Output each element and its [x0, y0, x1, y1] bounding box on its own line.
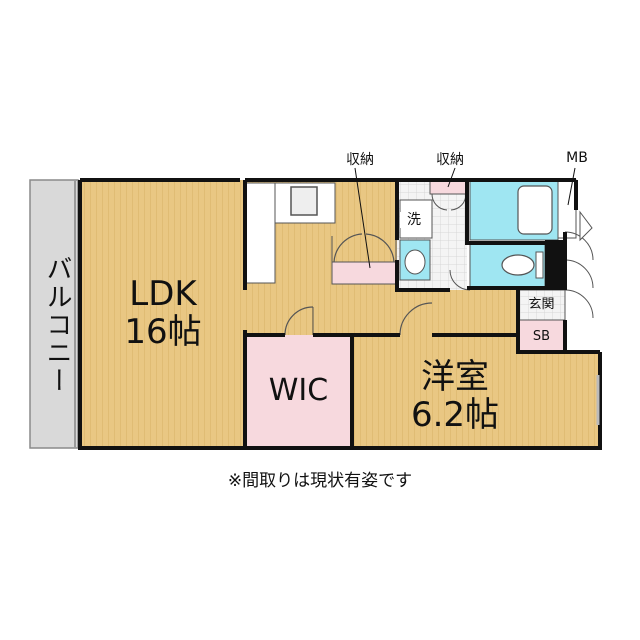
wic-label: WIC	[268, 373, 329, 408]
western-room-floor	[352, 352, 600, 448]
pipe-shaft	[545, 240, 565, 288]
mb-label: MB	[566, 150, 588, 166]
sink-icon	[290, 186, 318, 216]
disclaimer-note: ※間取りは現状有姿です	[227, 471, 413, 491]
entrance-label: 玄関	[528, 297, 555, 312]
hallway-floor	[397, 290, 517, 335]
storage-2-label: 収納	[436, 152, 464, 168]
balcony-label: バルコニー	[42, 255, 72, 395]
ldk-size: 16帖	[124, 312, 202, 352]
western-room-size: 6.2帖	[410, 395, 500, 435]
western-room-name: 洋室	[421, 357, 489, 397]
bathtub	[517, 185, 553, 235]
corridor-west	[352, 335, 518, 352]
ldk-name: LDK	[129, 274, 197, 314]
washroom-label: 洗	[400, 212, 428, 228]
wic-floor	[245, 335, 352, 448]
ldk-floor	[80, 180, 245, 448]
entrance-floor	[517, 289, 566, 321]
shoe-box-label: SB	[532, 329, 551, 344]
balcony	[29, 179, 79, 449]
toilet-icon	[501, 254, 535, 276]
walls	[78, 178, 602, 450]
storage-1-label: 収納	[346, 152, 374, 168]
kitchen-counter	[244, 182, 276, 284]
